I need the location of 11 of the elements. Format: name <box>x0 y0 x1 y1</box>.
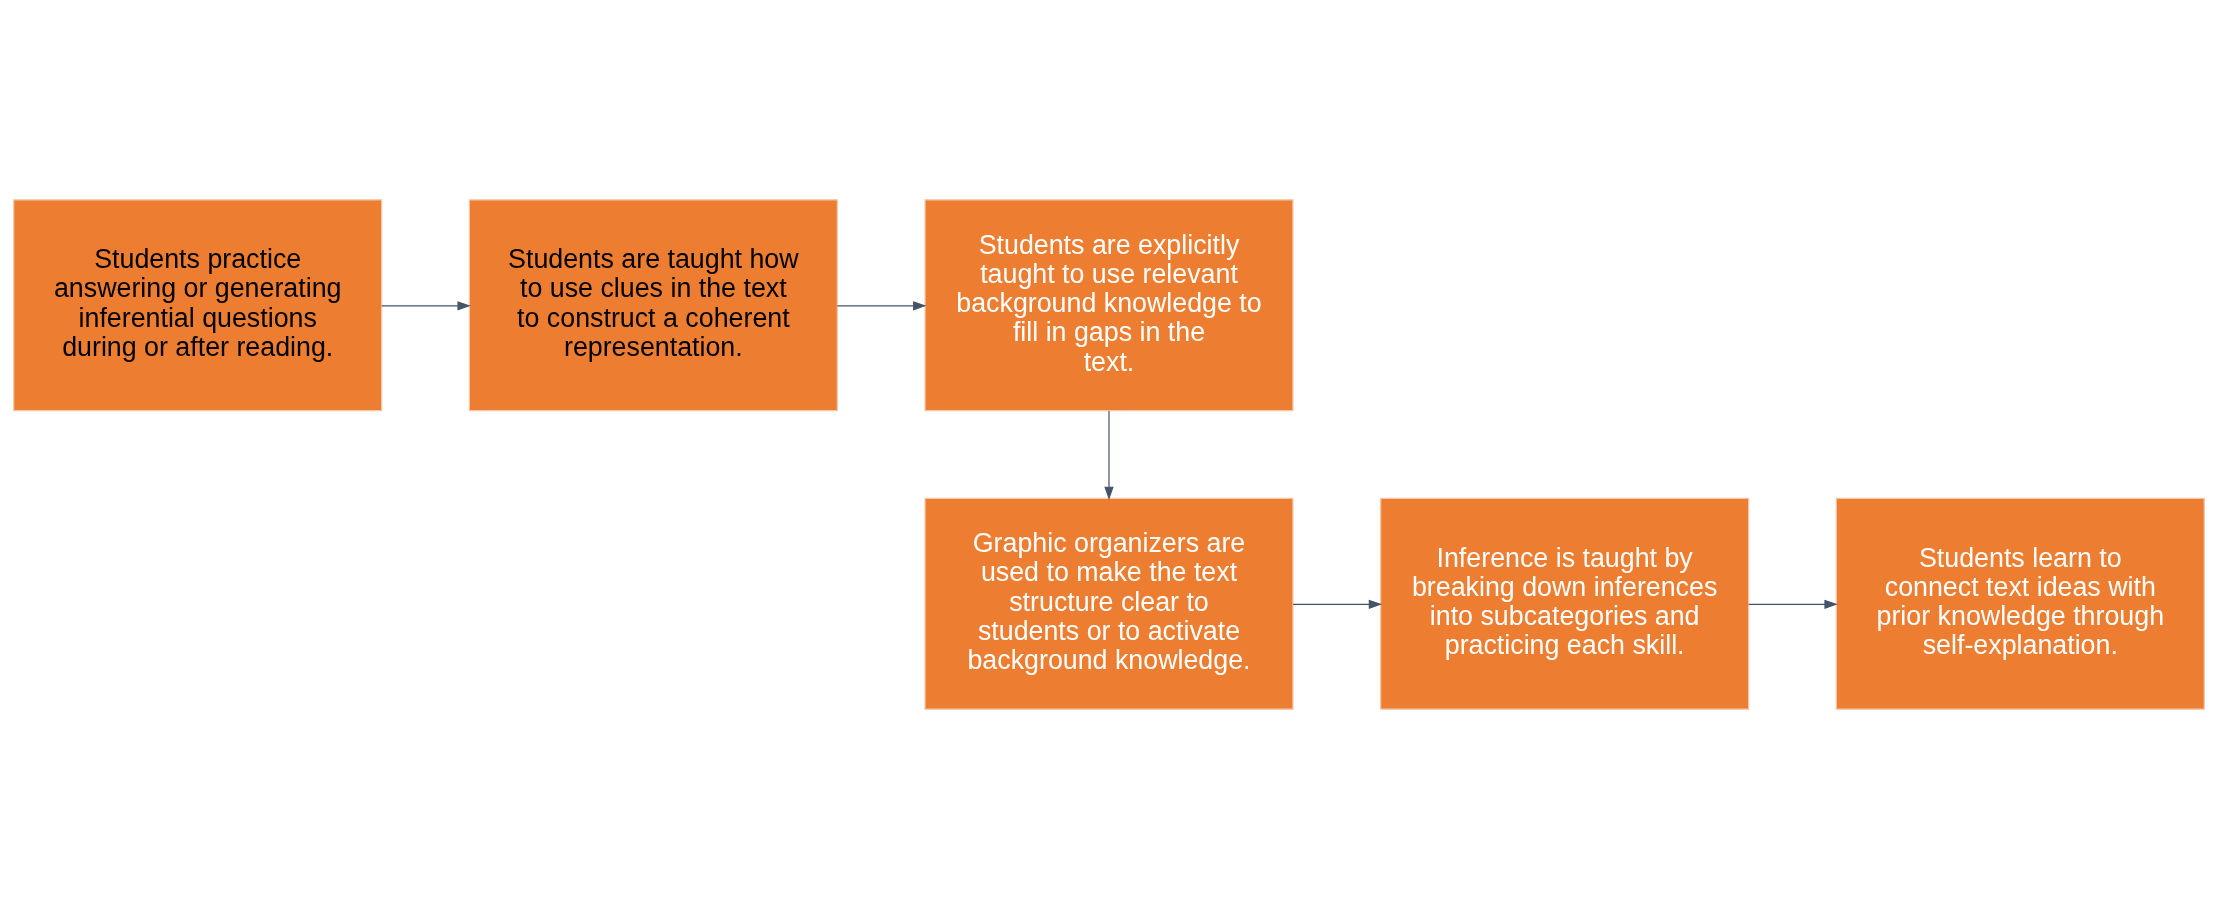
node-box: Students are explicitly taught to use relevant background knowledge to fill in gaps in the text. <box>924 199 1294 412</box>
arrow <box>836 301 927 311</box>
arrow <box>1104 410 1114 501</box>
node-box: Inference is taught by breaking down inferences into subcategories and practicing each skill. <box>1380 497 1750 710</box>
node-box: Students practice answering or generating inferential questions during or after reading. <box>13 199 383 412</box>
node-box: Students learn to connect text ideas with prior knowledge through self-explanation. <box>1835 497 2205 710</box>
arrow <box>1292 599 1383 610</box>
node-box: Students are taught how to use clues in the text to construct a coherent representation. <box>468 199 838 412</box>
arrow <box>1748 599 1838 610</box>
node-box: Graphic organizers are used to make the text structure clear to students or to activate background knowledge. <box>924 497 1294 710</box>
arrow <box>381 301 471 311</box>
